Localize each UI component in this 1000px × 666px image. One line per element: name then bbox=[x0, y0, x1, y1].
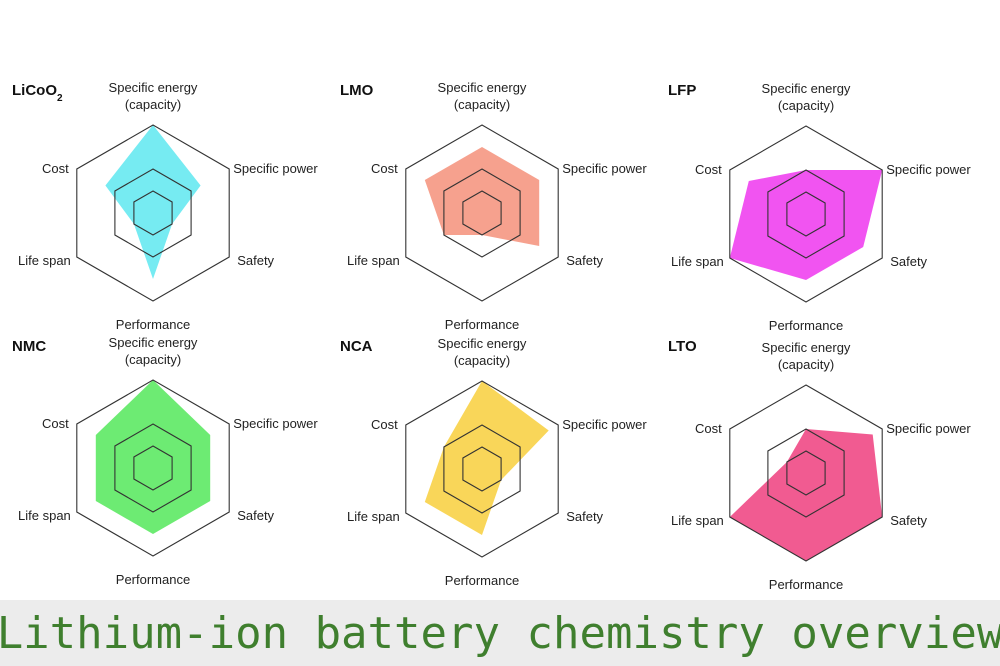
grid-ring-1 bbox=[786, 450, 826, 496]
grid-ring-2 bbox=[443, 424, 521, 514]
axis-label: Safety bbox=[237, 508, 274, 523]
axis-label: Specific power bbox=[886, 162, 971, 177]
grid-ring-4 bbox=[405, 124, 559, 302]
axis-label: Life span bbox=[18, 253, 71, 268]
axis-label: Specific power bbox=[886, 421, 971, 436]
axis-label: Safety bbox=[237, 253, 274, 268]
grid-ring-2 bbox=[767, 428, 845, 518]
data-polygon bbox=[105, 125, 201, 279]
chart-title-subscript: 2 bbox=[57, 93, 63, 104]
grid-ring-4 bbox=[729, 384, 883, 562]
radar-chart-nca: NCA Specific energy (capacity) Specific pow… bbox=[340, 336, 647, 588]
axis-label-line2: (capacity) bbox=[778, 98, 834, 113]
grid-ring-4 bbox=[76, 379, 230, 557]
axis-label-line2: (capacity) bbox=[125, 97, 181, 112]
grid-ring-2 bbox=[114, 168, 192, 258]
axis-label: Specific energy bbox=[109, 335, 198, 350]
axis-label: Specific energy bbox=[762, 340, 851, 355]
chart-title: LFP bbox=[668, 82, 696, 99]
radar-chart-nmc: NMC Specific energy (capacity) Specific pow… bbox=[12, 335, 318, 587]
axis-label: Life span bbox=[18, 508, 71, 523]
axis-label: Specific energy bbox=[109, 80, 198, 95]
chart-title: LMO bbox=[340, 82, 374, 99]
axis-label: Life span bbox=[347, 509, 400, 524]
axis-label: Life span bbox=[671, 513, 724, 528]
grid-ring-2 bbox=[767, 169, 845, 259]
footer-title: Lithium-ion battery chemistry overview bbox=[0, 607, 1000, 659]
axis-label: Performance bbox=[445, 317, 519, 332]
grid-ring-1 bbox=[133, 445, 173, 491]
grid-ring-1 bbox=[786, 191, 826, 237]
axis-label: Specific power bbox=[233, 416, 318, 431]
axis-label-line2: (capacity) bbox=[454, 97, 510, 112]
radar-chart-lfp: LFP Specific energy (capacity) Specific pow… bbox=[668, 81, 971, 333]
data-polygon bbox=[729, 170, 883, 280]
data-polygon bbox=[424, 147, 540, 246]
axis-label: Cost bbox=[695, 162, 722, 177]
axis-label: Safety bbox=[566, 509, 603, 524]
data-polygon bbox=[424, 381, 549, 535]
axis-label: Specific power bbox=[562, 417, 647, 432]
axis-label: Cost bbox=[42, 416, 69, 431]
chart-title: NMC bbox=[12, 338, 46, 355]
grid-ring-4 bbox=[76, 124, 230, 302]
axis-label-line2: (capacity) bbox=[778, 357, 834, 372]
grid-ring-4 bbox=[729, 125, 883, 303]
chart-title: NCA bbox=[340, 338, 373, 355]
radar-chart-lmo: LMO Specific energy (capacity) Specific pow… bbox=[340, 80, 647, 332]
axis-label-line2: (capacity) bbox=[125, 352, 181, 367]
grid-ring-1 bbox=[462, 446, 502, 492]
footer-banner: Lithium-ion battery chemistry overview bbox=[0, 600, 1000, 666]
axis-label: Specific energy bbox=[438, 336, 527, 351]
axis-label: Performance bbox=[769, 318, 843, 333]
axis-label: Specific power bbox=[562, 161, 647, 176]
chart-title: LiCoO2 bbox=[12, 82, 63, 104]
axis-label-line2: (capacity) bbox=[454, 353, 510, 368]
grid-ring-1 bbox=[462, 190, 502, 236]
grid-ring-4 bbox=[405, 380, 559, 558]
axis-label: Specific energy bbox=[762, 81, 851, 96]
axis-label: Life span bbox=[671, 254, 724, 269]
grid-ring-2 bbox=[114, 423, 192, 513]
axis-label: Performance bbox=[116, 572, 190, 587]
axis-label: Performance bbox=[116, 317, 190, 332]
axis-label: Performance bbox=[769, 577, 843, 592]
grid-ring-1 bbox=[133, 190, 173, 236]
axis-label: Life span bbox=[347, 253, 400, 268]
radar-chart-lto: LTO Specific energy (capacity) Specific pow… bbox=[668, 338, 971, 592]
axis-label: Cost bbox=[695, 421, 722, 436]
axis-label: Cost bbox=[371, 161, 398, 176]
grid-ring-2 bbox=[443, 168, 521, 258]
radar-chart-licoo: LiCoO2 Specific energy (capacity) Specific … bbox=[12, 80, 318, 332]
axis-label: Cost bbox=[371, 417, 398, 432]
axis-label: Safety bbox=[890, 254, 927, 269]
chart-title: LTO bbox=[668, 338, 697, 355]
axis-label: Cost bbox=[42, 161, 69, 176]
axis-label: Performance bbox=[445, 573, 519, 588]
axis-label: Specific power bbox=[233, 161, 318, 176]
axis-label: Specific energy bbox=[438, 80, 527, 95]
axis-label: Safety bbox=[566, 253, 603, 268]
axis-label: Safety bbox=[890, 513, 927, 528]
